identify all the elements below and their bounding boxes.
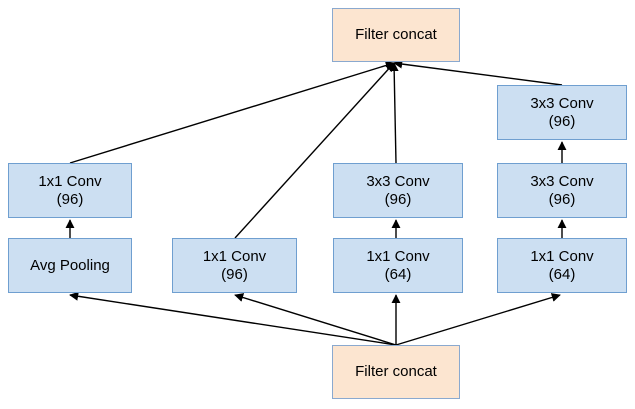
node-top-filter-concat[interactable]: Filter concat (332, 8, 460, 62)
node-label-line2: (96) (548, 112, 576, 130)
node-label-line1: Filter concat (355, 363, 437, 381)
node-label-line2: (96) (384, 190, 412, 208)
node-label-line1: 3x3 Conv (530, 172, 594, 190)
node-branch2-conv-1x1-96[interactable]: 1x1 Conv (96) (172, 238, 297, 293)
node-label-line1: 1x1 Conv (530, 247, 594, 265)
edge-bottom-filter-concat-to-branch1-avg-pooling (69, 291, 397, 346)
node-label-line2: (64) (548, 265, 576, 283)
node-label-line1: 3x3 Conv (366, 172, 430, 190)
node-label-line2: (64) (384, 265, 412, 283)
edge-bottom-filter-concat-to-branch2-conv-1x1-96 (234, 293, 397, 346)
edge-branch3-conv-3x3-96-to-top-filter-concat (389, 62, 399, 164)
node-branch4-conv-3x3-96-top[interactable]: 3x3 Conv (96) (497, 85, 627, 140)
node-label-line1: Filter concat (355, 26, 437, 44)
node-label-line2: (96) (56, 190, 84, 208)
node-branch1-avg-pooling[interactable]: Avg Pooling (8, 238, 132, 293)
node-branch4-conv-1x1-64[interactable]: 1x1 Conv (64) (497, 238, 627, 293)
node-bottom-filter-concat[interactable]: Filter concat (332, 345, 460, 399)
node-label-line1: 1x1 Conv (366, 247, 430, 265)
node-label-line1: 1x1 Conv (38, 172, 102, 190)
edge-branch1-conv-1x1-96-to-top-filter-concat (69, 61, 395, 164)
edge-bottom-filter-concat-to-branch4-conv-1x1-64 (395, 293, 561, 346)
node-label-line2: (96) (221, 265, 248, 283)
node-label-line1: Avg Pooling (30, 256, 110, 274)
node-branch4-conv-3x3-96-mid[interactable]: 3x3 Conv (96) (497, 163, 627, 218)
node-branch3-conv-3x3-96[interactable]: 3x3 Conv (96) (333, 163, 463, 218)
node-branch1-conv-1x1-96[interactable]: 1x1 Conv (96) (8, 163, 132, 218)
edge-branch2-conv-1x1-96-to-top-filter-concat (234, 62, 395, 239)
node-branch3-conv-1x1-64[interactable]: 1x1 Conv (64) (333, 238, 463, 293)
node-label-line2: (96) (548, 190, 576, 208)
node-label-line1: 1x1 Conv (202, 247, 267, 265)
edge-branch4-conv-3x3-96-top-to-top-filter-concat (393, 59, 563, 86)
node-label-line1: 3x3 Conv (530, 94, 594, 112)
